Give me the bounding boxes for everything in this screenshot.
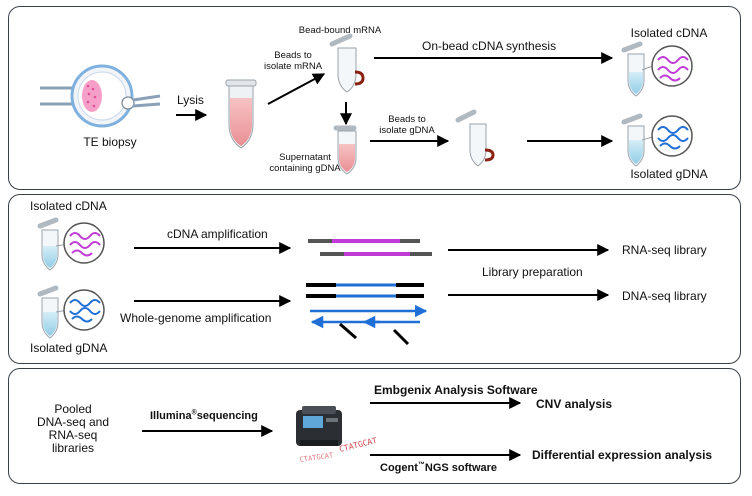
cogent-name: Cogent — [380, 462, 418, 474]
sequencing-word: sequencing — [196, 410, 258, 422]
isolated-cdna-tube-mid — [37, 217, 105, 271]
gdna-bead-tube — [455, 109, 495, 167]
beads-gdna-label: Beads to isolate gDNA — [379, 114, 435, 136]
rnaseq-library-label: RNA-seq library — [622, 243, 707, 257]
cogent-software-label: Cogent™NGS software — [380, 461, 498, 475]
cdna-amplicons — [308, 239, 432, 256]
te-biopsy-label: TE biopsy — [83, 135, 137, 149]
lysate-tube — [225, 79, 257, 149]
illumina-name: Illumina — [150, 410, 192, 422]
embgenix-software-label: Embgenix Analysis Software — [374, 383, 538, 397]
bead-bound-mrna-label: Bead-bound mRNA — [298, 25, 382, 36]
dnaseq-library-label: DNA-seq library — [622, 289, 707, 303]
isolated-cdna-tube-top — [621, 41, 693, 97]
gdna-amplicons — [306, 283, 428, 346]
bead-bound-tube — [329, 33, 365, 93]
beads-mrna-label: Beads to isolate mRNA — [264, 50, 323, 72]
trademark: ™ — [417, 461, 425, 469]
cnv-analysis-label: CNV analysis — [536, 397, 613, 411]
sequence-text-1: CTATGCAT — [338, 436, 378, 454]
ngs-software-word: NGS software — [424, 462, 498, 474]
pooled-libraries-label: Pooled DNA-seq and RNA-seq libraries — [36, 402, 110, 455]
differential-expression-label: Differential expression analysis — [532, 448, 713, 462]
cdna-amplification-label: cDNA amplification — [167, 227, 268, 241]
isolated-gdna-label-top: Isolated gDNA — [630, 167, 708, 181]
library-preparation-label: Library preparation — [482, 265, 583, 279]
isolated-cdna-label-mid: Isolated cDNA — [30, 199, 107, 213]
wga-label: Whole-genome amplification — [120, 311, 272, 325]
lysis-label: Lysis — [177, 93, 204, 107]
supernatant-label: Supernatant containing gDNA — [269, 152, 341, 174]
sequence-text-2: CTATGCAT — [299, 451, 334, 464]
beads-mrna-arrow — [267, 73, 326, 105]
panel-sequencing — [8, 368, 741, 484]
isolated-gdna-tube-top — [621, 113, 693, 167]
isolated-gdna-label-mid: Isolated gDNA — [30, 341, 108, 355]
registered-mark: ® — [191, 409, 197, 417]
panel-amplification — [8, 194, 741, 364]
on-bead-synthesis-label: On-bead cDNA synthesis — [422, 39, 557, 53]
biopsy-illustration — [40, 64, 161, 128]
supernatant-tube — [333, 125, 357, 175]
isolated-gdna-tube-mid — [37, 285, 105, 339]
isolated-cdna-label-top: Isolated cDNA — [630, 26, 708, 40]
illumina-sequencing-label: Illumina®sequencing — [150, 409, 258, 423]
sequencer-icon — [296, 406, 342, 446]
